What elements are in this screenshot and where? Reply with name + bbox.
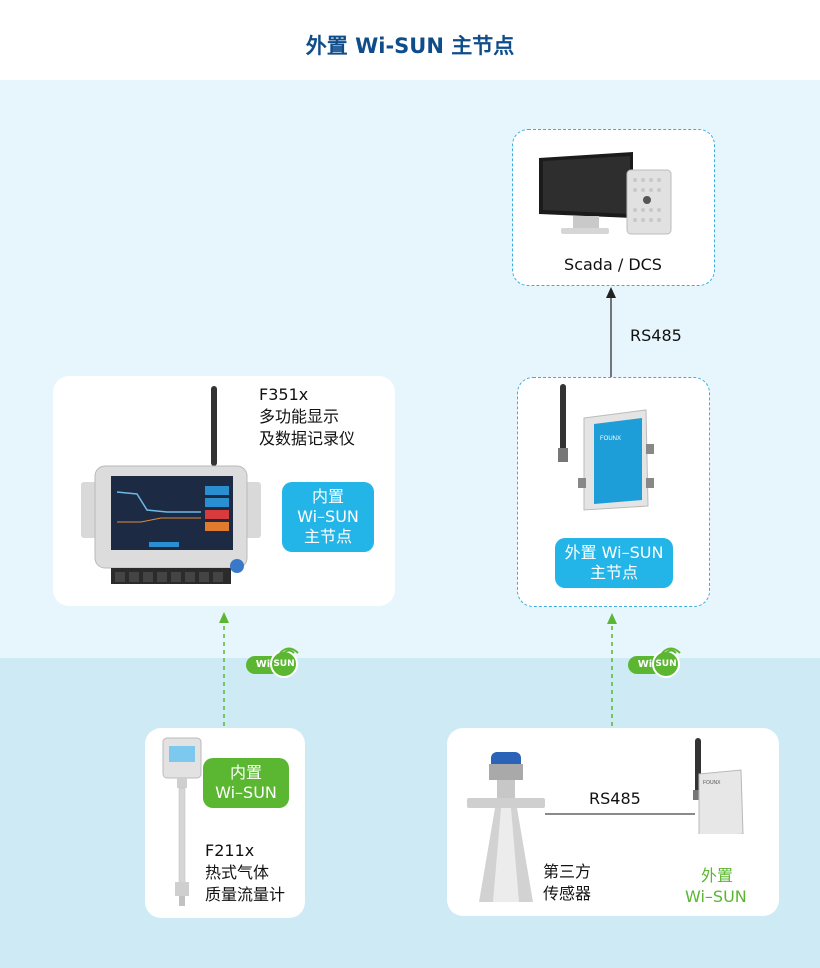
external-master-badge-line1: 外置 Wi–SUN [564,543,664,562]
svg-text:FOUNX: FOUNX [703,780,721,786]
f351-display-icon [81,386,261,584]
f351-card: F351x 多功能显示 及数据记录仪 内置 Wi–SUN 主节点 [53,376,395,606]
f211-flowmeter-icon [162,737,202,906]
f211-badge-line1: 内置 [229,763,262,782]
rs485-top-label: RS485 [630,326,682,345]
f211-line3: 质量流量计 [205,885,286,904]
f351-line2: 多功能显示 [259,407,340,426]
f351-badge-line1: 内置 [311,487,344,506]
wisun-logo-left: Wi SUN [246,642,302,678]
radar-sensor-icon [467,752,545,902]
wisun-logo-right: Wi SUN [628,642,684,678]
f211-badge: 内置 Wi–SUN [203,758,289,808]
f351-line3: 及数据记录仪 [259,429,356,448]
external-master-badge-line2: 主节点 [589,563,638,582]
wifi-arc-icon [279,647,299,654]
f211-title: F211x [205,841,255,860]
workstation-icon [539,152,672,235]
external-master-badge: 外置 Wi–SUN 主节点 [555,538,673,588]
wifi-arc-icon [661,647,681,654]
scada-label: Scada / DCS [564,255,662,274]
f351-badge-line2: Wi–SUN [297,507,359,526]
f211-card: 内置 Wi–SUN F211x 热式气体 质量流量计 [145,728,305,918]
ext-node-line1: 外置 [701,866,734,885]
wisun-logo-left-sun: SUN [270,650,298,678]
f351-title: F351x [259,385,309,404]
page-title: 外置 Wi-SUN 主节点 [305,34,515,58]
external-node-icon: FOUNX [693,738,744,834]
sensor-line2: 传感器 [543,884,592,903]
ext-node-line2: Wi–SUN [685,887,747,906]
scada-box: Scada / DCS [512,129,715,286]
external-master-box: FOUNX 外置 Wi–SUN 主节点 [517,377,710,607]
sensor-line1: 第三方 [543,862,592,881]
third-party-card: RS485 第三方 传感器 FOUNX 外置 Wi–SUN [447,728,779,916]
f351-badge: 内置 Wi–SUN 主节点 [282,482,374,552]
f211-badge-line2: Wi–SUN [215,783,277,802]
third-party-rs485-label: RS485 [589,789,641,808]
wisun-logo-right-sun: SUN [652,650,680,678]
f351-badge-line3: 主节点 [303,527,352,546]
external-gateway-icon: FOUNX [558,384,654,511]
svg-text:FOUNX: FOUNX [600,436,621,442]
f211-line2: 热式气体 [205,863,270,882]
